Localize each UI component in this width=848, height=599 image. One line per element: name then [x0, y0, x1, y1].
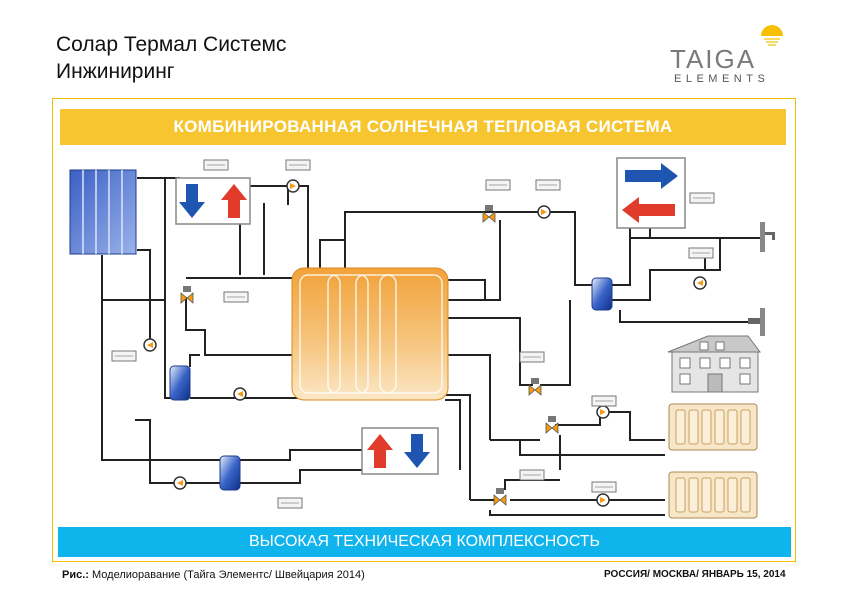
logo-name: TAIGA [670, 44, 757, 74]
mixing-valve-icon [528, 378, 542, 396]
pump-icon [233, 387, 247, 401]
hot-cold-arrows-icon [616, 157, 686, 229]
house-icon [667, 335, 761, 393]
hot-cold-arrows-icon [361, 427, 439, 475]
sun-icon [761, 25, 783, 48]
pipe-network [101, 177, 760, 516]
pump-icon [173, 476, 187, 490]
page-title-line-1: Солар Термал Системс [56, 33, 287, 56]
figure-caption: Рис.: Моделиоравание (Тайга Элементс/ Шв… [62, 569, 365, 581]
pump-icon [286, 179, 300, 193]
diagram-subtitle-banner: ВЫСОКАЯ ТЕХНИЧЕСКАЯ КОМПЛЕКСНОСТЬ [58, 527, 791, 557]
pump-icon [596, 405, 610, 419]
mixing-valve-icon [545, 416, 559, 434]
mixing-valve-icon [180, 286, 194, 304]
figure-caption-text: Моделиоравание (Тайга Элементс/ Швейцари… [88, 569, 365, 581]
figure-caption-label: Рис.: [62, 569, 89, 581]
storage-tank-icon [291, 267, 449, 401]
page-title-line-2: Инжиниринг [56, 60, 175, 83]
solar-collector-icon [69, 169, 137, 255]
pump-icon [143, 338, 157, 352]
location-date: РОССИЯ/ МОСКВА/ ЯНВАРЬ 15, 2014 [604, 569, 786, 580]
diagram-title-banner: КОМБИНИРОВАННАЯ СОЛНЕЧНАЯ ТЕПЛОВАЯ СИСТЕ… [60, 109, 786, 145]
pump-icon [693, 276, 707, 290]
heat-exchanger-icon [169, 365, 191, 401]
faucet-icon [748, 308, 765, 336]
radiator-icon [668, 471, 758, 519]
heat-exchanger-icon [219, 455, 241, 491]
mixing-valve-icon [482, 205, 496, 223]
logo-subtitle: ELEMENTS [674, 73, 770, 85]
hot-cold-arrows-icon [175, 177, 251, 225]
mixing-valve-icon [493, 488, 507, 506]
heat-exchanger-icon [591, 277, 613, 311]
pump-icon [596, 493, 610, 507]
taiga-logo: TAIGA ELEMENTS [660, 22, 790, 85]
controller-display-lines [115, 164, 711, 504]
radiator-icon [668, 403, 758, 451]
pump-icon [537, 205, 551, 219]
faucet-icon [760, 222, 775, 252]
